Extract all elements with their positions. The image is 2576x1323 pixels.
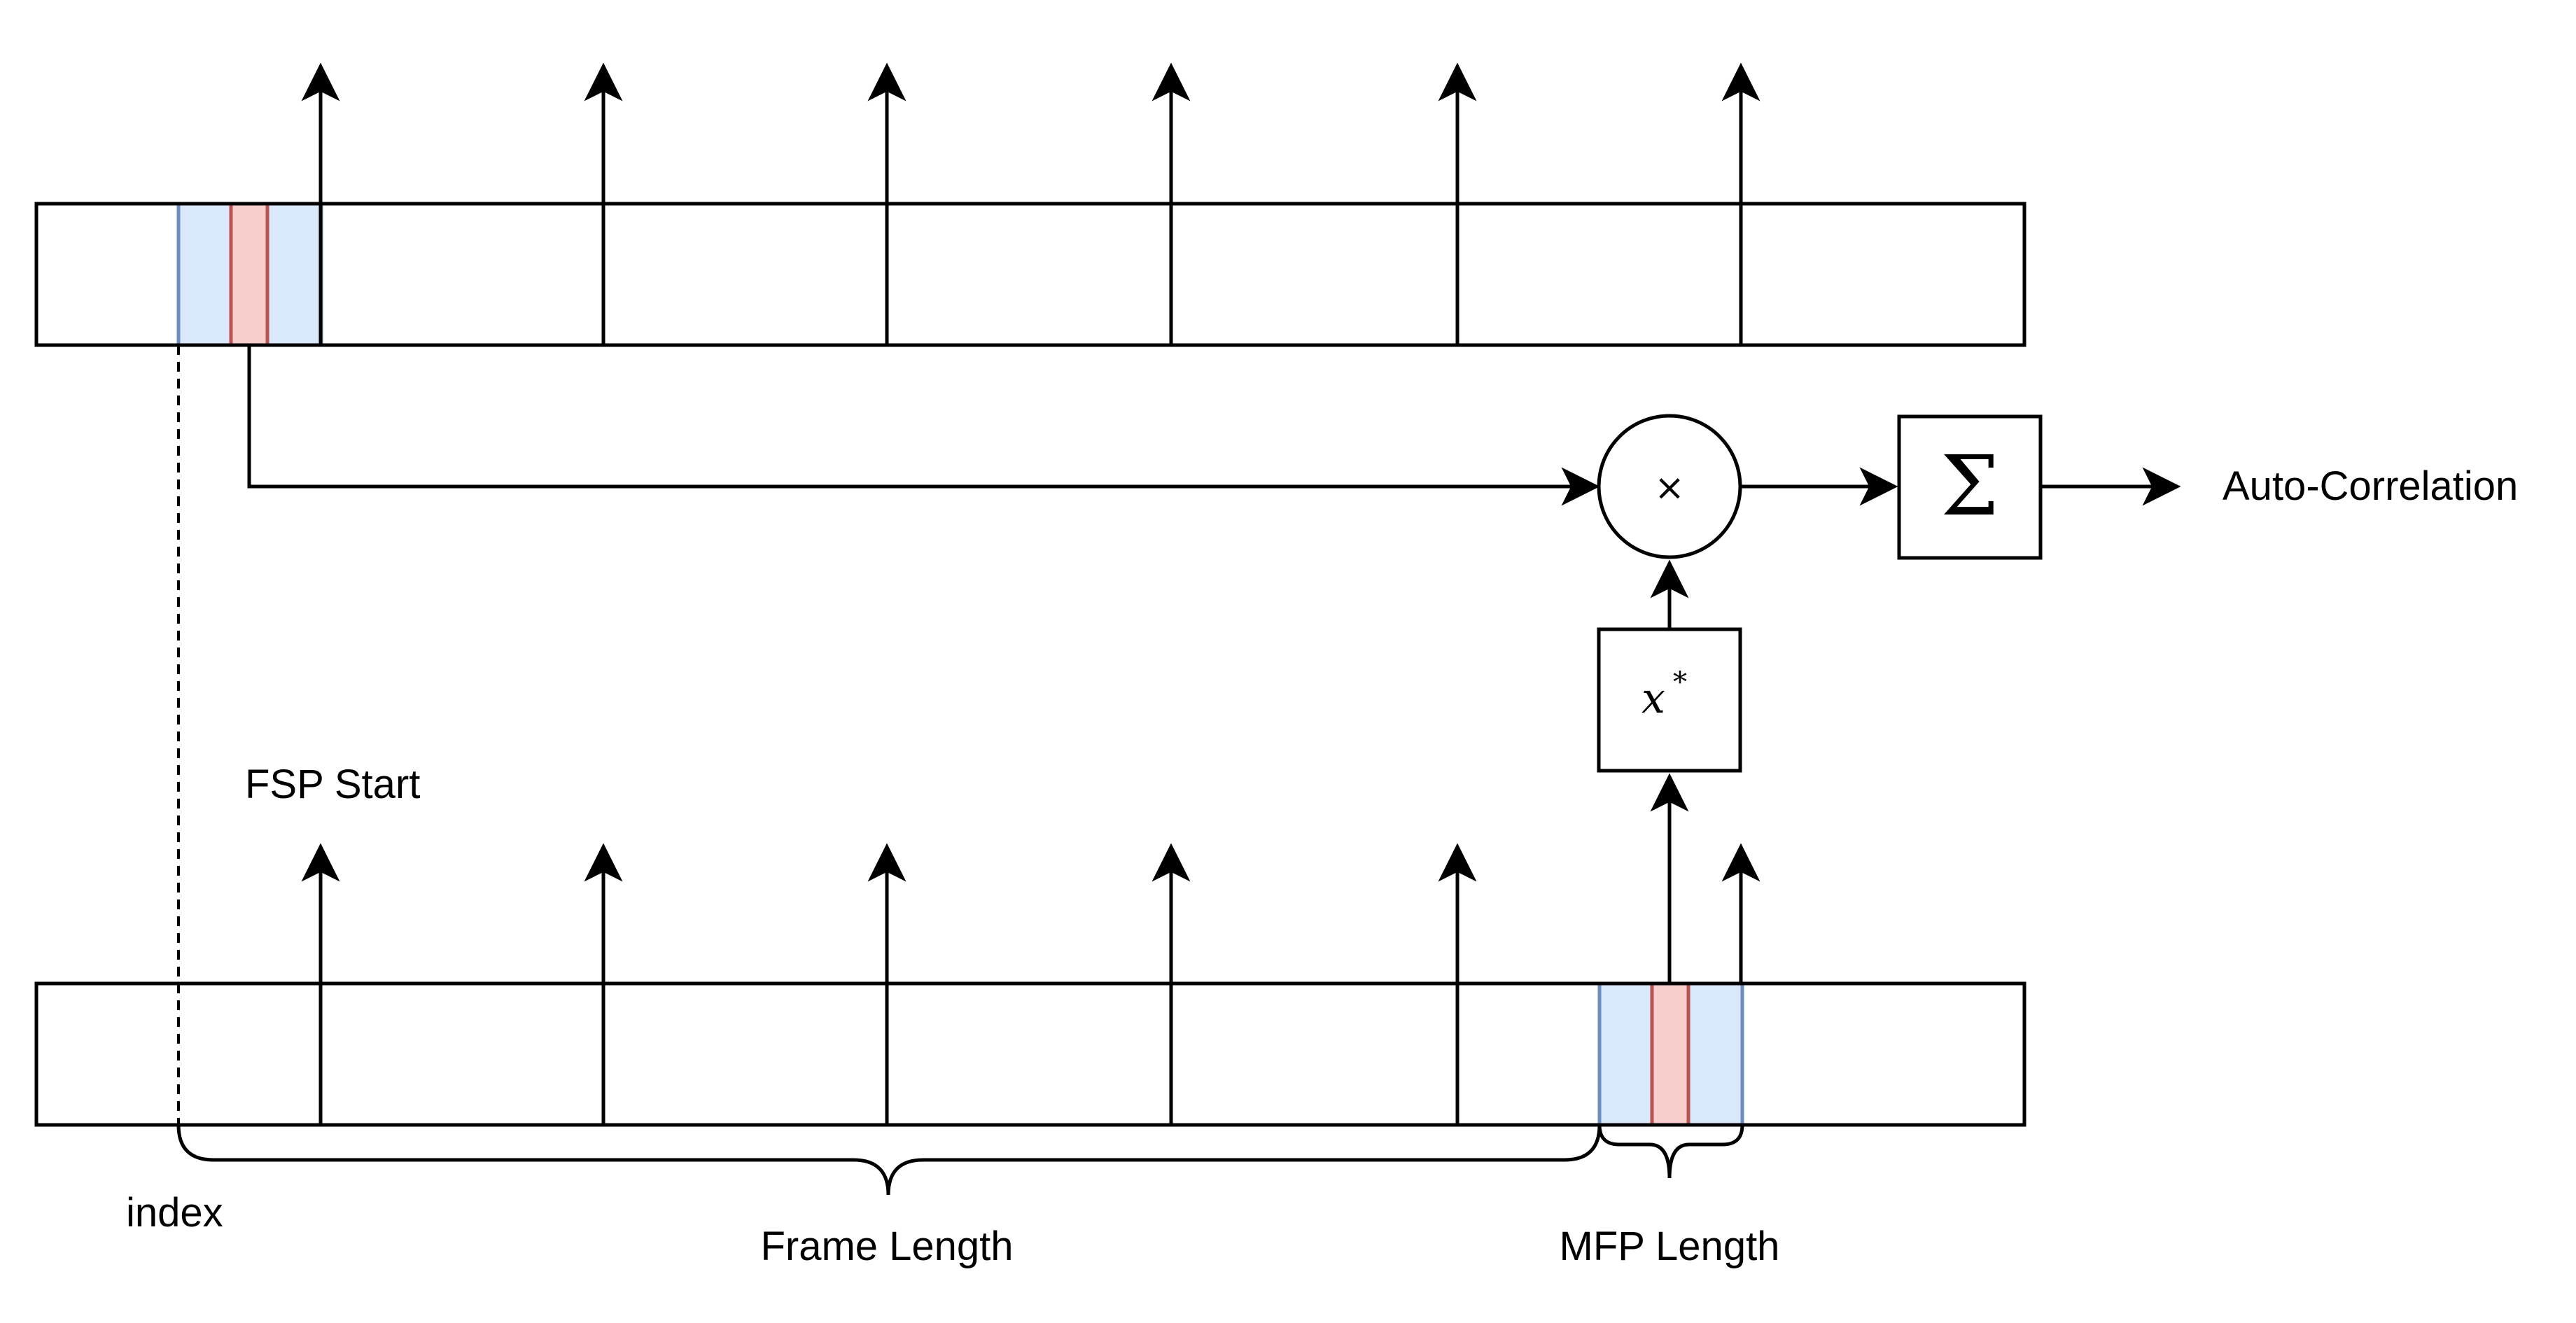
bottom-current-sample bbox=[1650, 981, 1690, 1127]
top-sample-to-multiplier-arrow bbox=[247, 345, 1600, 506]
top-sample-buffer bbox=[34, 62, 2026, 347]
multiplier-node: × bbox=[1597, 414, 1742, 559]
conjugate-superscript: * bbox=[1673, 666, 1687, 699]
summation-block: Σ bbox=[1897, 414, 2043, 560]
fsp-start-label: FSP Start bbox=[245, 762, 420, 807]
output-label: Auto-Correlation bbox=[2222, 463, 2518, 509]
top-buffer-frame bbox=[34, 202, 2026, 347]
frame-length-label: Frame Length bbox=[760, 1224, 1013, 1269]
conjugate-block: x * bbox=[1597, 627, 1742, 773]
sum-symbol: Σ bbox=[1940, 438, 1998, 534]
bottom-sample-buffer bbox=[34, 843, 2026, 1127]
mfp-length-brace bbox=[1597, 1124, 1744, 1179]
frame-length-brace bbox=[176, 1124, 1602, 1196]
top-current-sample bbox=[229, 202, 270, 347]
mfp-length-label: MFP Length bbox=[1560, 1224, 1780, 1269]
conjugate-symbol: x bbox=[1642, 674, 1665, 723]
index-label: index bbox=[126, 1190, 223, 1236]
multiply-symbol: × bbox=[1654, 467, 1685, 509]
